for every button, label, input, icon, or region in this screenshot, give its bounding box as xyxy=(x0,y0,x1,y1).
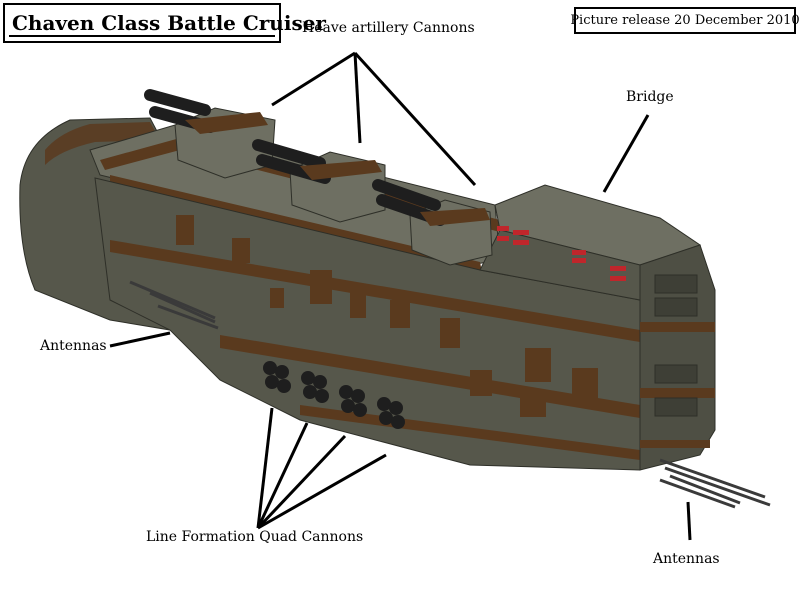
heavy-cannon-turret xyxy=(144,89,276,179)
diagram-title: Chaven Class Battle Cruiser xyxy=(12,11,326,35)
end-face-grille xyxy=(654,297,698,317)
bridge-red-light xyxy=(497,236,509,241)
leader-antennas-left xyxy=(109,331,171,348)
heavy-cannon-turret xyxy=(372,179,493,266)
end-face-grille xyxy=(654,274,698,294)
end-face-stripe xyxy=(640,388,715,398)
quad-cannon-group xyxy=(263,361,291,393)
hull-panel xyxy=(572,368,598,400)
bridge-red-light xyxy=(513,240,529,245)
bridge-red-light xyxy=(513,230,529,235)
hull-panel xyxy=(232,238,250,263)
leader-heavy-cannon-2 xyxy=(353,52,362,144)
hull-panel xyxy=(440,318,460,348)
leader-quad-1 xyxy=(256,407,274,529)
label-bridge: Bridge xyxy=(626,89,674,105)
leader-heavy-cannon-1 xyxy=(271,51,356,107)
label-heavy-cannons: Heave artillery Cannons xyxy=(302,20,475,36)
hull-panel xyxy=(390,300,410,328)
end-face-stripe xyxy=(640,322,715,332)
hull-side-stripe-1 xyxy=(110,240,640,342)
release-date-box: Picture release 20 December 2010 xyxy=(570,7,800,34)
bridge-red-light xyxy=(572,258,586,263)
antennas-left xyxy=(129,280,219,330)
label-quad-cannons: Line Formation Quad Cannons xyxy=(146,529,364,545)
bridge-red-light xyxy=(610,266,626,271)
label-antennas-left: Antennas xyxy=(40,338,107,354)
hull-panel xyxy=(470,370,492,396)
hull-panel xyxy=(525,348,551,382)
end-face-grille xyxy=(654,397,698,417)
leader-quad-3 xyxy=(256,434,347,530)
label-antennas-right: Antennas xyxy=(653,551,720,567)
hull-rear-stripe xyxy=(45,122,160,165)
bridge-red-light xyxy=(610,276,626,281)
leader-heavy-cannon-3 xyxy=(353,51,477,187)
bridge-red-light xyxy=(572,250,586,255)
hull-panel xyxy=(176,215,194,245)
heavy-cannon-turret xyxy=(252,139,386,223)
title-box: Chaven Class Battle Cruiser xyxy=(3,3,326,43)
quad-cannon-group xyxy=(339,385,367,417)
end-face-stripe xyxy=(640,440,710,448)
quad-cannon-group xyxy=(301,371,329,403)
hull-panel xyxy=(520,395,546,417)
antennas-right xyxy=(659,458,771,509)
quad-cannon-group xyxy=(377,397,405,429)
leader-antennas-right xyxy=(686,501,692,541)
leader-lines xyxy=(109,51,692,541)
bridge-red-light xyxy=(497,226,509,231)
hull-panel xyxy=(350,288,366,318)
leader-quad-4 xyxy=(257,453,387,530)
leader-bridge xyxy=(602,114,650,193)
hull-panel xyxy=(310,270,332,304)
end-face-grille xyxy=(654,364,698,384)
hull-panel xyxy=(270,288,284,308)
leader-quad-2 xyxy=(256,422,309,529)
